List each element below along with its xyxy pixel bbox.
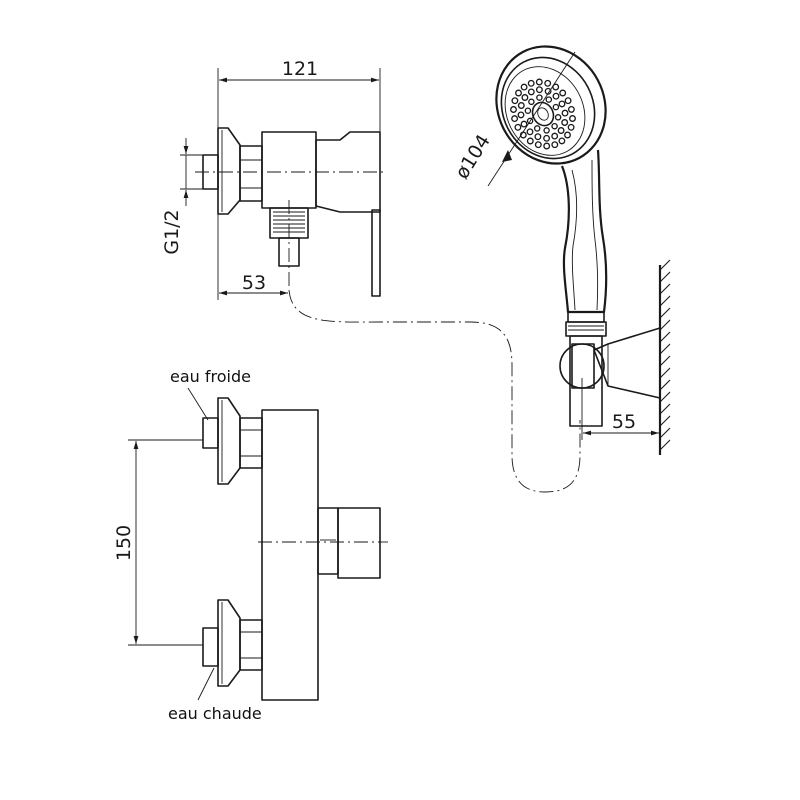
spray-hole (569, 115, 576, 122)
spray-hole (558, 100, 566, 108)
spray-hole (526, 137, 534, 145)
spray-hole (527, 88, 535, 96)
dimension-thread-label: G1/2 (161, 209, 183, 254)
spray-hole (552, 103, 560, 111)
spray-hole (543, 127, 550, 134)
hatch-line (659, 307, 671, 319)
hatch-line (659, 295, 671, 307)
dimension-121-label: 121 (282, 58, 318, 80)
spray-hole (551, 141, 559, 149)
spray-hole (524, 107, 532, 114)
dimension-150-label: 150 (113, 525, 135, 561)
spray-hole (520, 120, 528, 128)
spray-hole (564, 131, 571, 139)
spray-hole (528, 98, 535, 106)
spray-hole (511, 97, 519, 105)
hatch-line (659, 259, 671, 271)
hatch-line (659, 415, 671, 427)
spray-hole (520, 83, 528, 91)
wall-holder: 55 (559, 259, 671, 455)
dimension-55-label: 55 (612, 411, 636, 433)
spray-hole (545, 96, 553, 103)
hatch-line (659, 391, 671, 403)
spray-hole (514, 123, 522, 131)
spray-hole (526, 117, 534, 125)
spray-hole (521, 94, 529, 101)
hose-path (288, 289, 581, 493)
spray-hole (511, 115, 519, 123)
hatch-line (659, 403, 671, 415)
spray-hole (535, 86, 543, 94)
mixer-side-view (195, 127, 385, 297)
spray-hole (558, 137, 566, 145)
hatch-line (659, 367, 671, 379)
spray-hole (554, 114, 562, 121)
spray-hole (527, 79, 535, 87)
spray-hole (559, 89, 567, 97)
spray-hole (534, 133, 542, 141)
wall-hatching (659, 259, 671, 451)
spray-hole (536, 94, 543, 101)
dimension-53: 53 (217, 214, 288, 300)
spray-hole (510, 106, 517, 113)
spray-hole (533, 125, 541, 132)
hatch-line (659, 319, 671, 331)
dimension-diameter-label: ø104 (451, 131, 495, 183)
spray-hole (515, 89, 522, 97)
spray-hole (551, 132, 559, 140)
label-cold-water: eau froide (170, 367, 251, 421)
spray-hole (552, 92, 560, 100)
spray-hole (544, 79, 552, 87)
hatch-line (659, 379, 671, 391)
spray-hole (517, 111, 525, 119)
spray-holes (510, 78, 576, 150)
dimension-150: 150 (113, 439, 203, 646)
dimension-thread: G1/2 (161, 138, 203, 255)
dimension-121: 121 (217, 58, 381, 132)
hatch-line (659, 283, 671, 295)
spray-hole (567, 123, 575, 131)
spray-hole (526, 128, 534, 136)
hatch-line (659, 355, 671, 367)
spray-hole (517, 102, 525, 109)
spray-hole (552, 83, 560, 91)
dimension-53-label: 53 (242, 272, 266, 294)
hot-water-label: eau chaude (168, 704, 262, 723)
label-hot-water: eau chaude (168, 667, 262, 723)
hatch-line (659, 331, 671, 343)
spray-hole (534, 141, 542, 149)
hatch-line (659, 271, 671, 283)
spray-hole (551, 122, 558, 130)
spray-hole (557, 127, 565, 134)
spray-hole (543, 134, 551, 142)
spray-hole (561, 109, 569, 117)
hatch-line (659, 439, 671, 451)
hatch-line (659, 427, 671, 439)
hand-shower (495, 45, 608, 427)
spray-hole (564, 97, 572, 105)
spray-hole (561, 119, 569, 126)
spray-hole (535, 78, 543, 86)
spray-hole (567, 105, 575, 113)
spray-hole (543, 142, 551, 150)
hatch-line (659, 343, 671, 355)
cold-water-label: eau froide (170, 367, 251, 386)
mixer-front-view (202, 397, 388, 701)
